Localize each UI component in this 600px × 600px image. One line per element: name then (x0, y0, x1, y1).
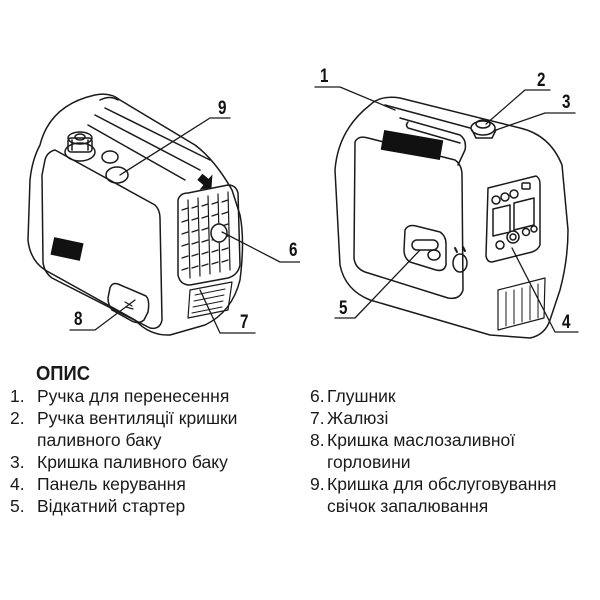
control-panel-icon (485, 175, 541, 263)
description-list-right: 6.Глушник 7.Жалюзі 8.Кришка маслозаливно… (310, 385, 597, 517)
arrow-icon (197, 173, 213, 190)
spark-plug-cover-icon (105, 166, 129, 184)
callout-5: 5 (339, 298, 348, 319)
description-item: 5.Відкатний стартер (10, 496, 186, 516)
description-item: 6.Глушник (310, 386, 396, 406)
generator-right-view-drawing (314, 86, 579, 339)
callout-9: 9 (218, 98, 227, 119)
callout-2: 2 (537, 70, 546, 91)
oil-cover-icon (107, 282, 150, 324)
muffler-icon (210, 223, 228, 243)
callout-4: 4 (562, 312, 571, 333)
description-item: 9.Кришка для обслуговування свічок запал… (310, 474, 557, 516)
callout-7: 7 (240, 312, 249, 333)
description-list-left: 1.Ручка для перенесення 2.Ручка вентиляц… (10, 385, 262, 517)
callout-8: 8 (74, 309, 83, 330)
description-item: 1.Ручка для перенесення (10, 386, 230, 406)
description-item: 3.Кришка паливного баку (10, 452, 228, 472)
generator-left-view-drawing (27, 93, 300, 336)
description-item: 8.Кришка маслозаливної горловини (310, 430, 516, 472)
callout-1: 1 (320, 66, 329, 87)
recoil-starter-icon (411, 239, 441, 261)
description-item: 2.Ручка вентиляції кришки паливного баку (10, 408, 238, 450)
fuel-cap-right-icon (470, 119, 497, 139)
callout-6: 6 (289, 240, 298, 261)
callout-3: 3 (562, 92, 571, 113)
description-item: 7.Жалюзі (310, 408, 389, 428)
fuel-cap-left-icon (64, 131, 96, 162)
description-item: 4.Панель керування (10, 474, 186, 494)
description-title: ОПИС (36, 363, 91, 385)
